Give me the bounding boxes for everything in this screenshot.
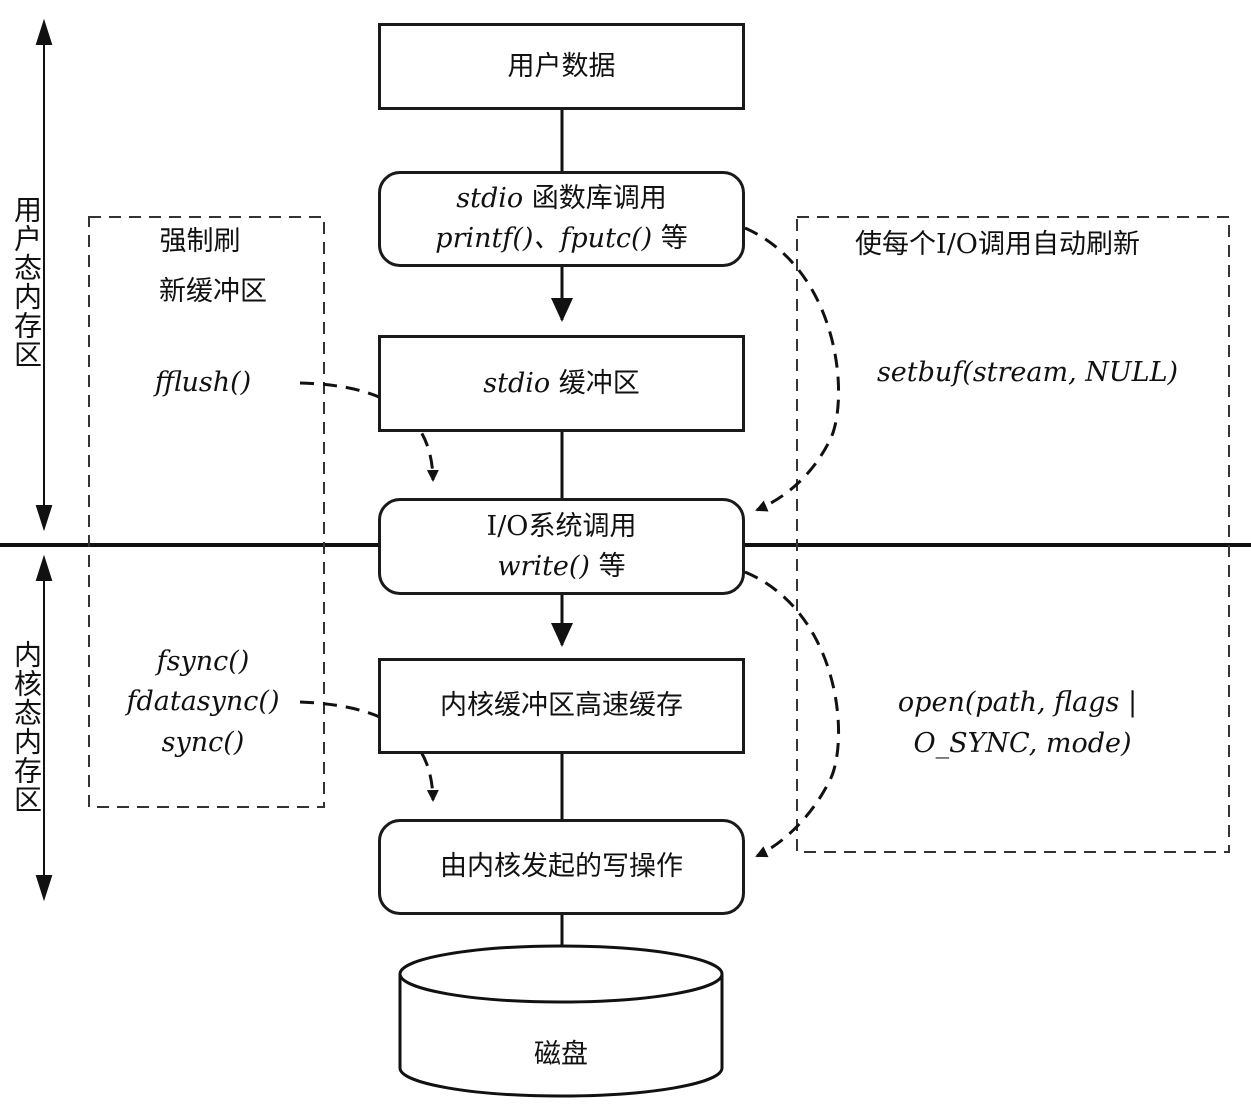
auto-flush-title: 使每个I/O调用自动刷新 bbox=[855, 229, 1140, 260]
force-flush-title-2: 新缓冲区 bbox=[159, 276, 267, 307]
disk-label: 磁盘 bbox=[534, 1039, 588, 1070]
user-data-box: 用户数据 bbox=[378, 23, 745, 110]
fsync-label: fsync() bbox=[156, 646, 250, 677]
open-label-line-2: O_SYNC, mode) bbox=[913, 728, 1132, 759]
kernel-buffer-cache-box: 内核缓冲区高速缓存 bbox=[378, 658, 745, 754]
open-label-line-1: open(path, flags | bbox=[897, 687, 1138, 718]
io-syscall-write: write() bbox=[497, 550, 590, 582]
user-space-range-arrow bbox=[35, 18, 53, 532]
fflush-label: fflush() bbox=[154, 367, 252, 398]
user-space-label: 用户态内存区 bbox=[10, 195, 43, 369]
io-syscall-label: I/O系统调用 bbox=[486, 510, 637, 542]
stdio-call-etc: 等 bbox=[660, 223, 688, 254]
auto-flush-panel bbox=[796, 216, 1230, 853]
io-syscall-box: I/O系统调用 write() 等 bbox=[378, 498, 745, 595]
stdio-buffer-text: 缓冲区 bbox=[558, 367, 640, 399]
osync-arrow bbox=[744, 570, 840, 858]
kernel-write-box: 由内核发起的写操作 bbox=[378, 819, 745, 915]
disk-cylinder bbox=[398, 944, 724, 1098]
setbuf-arrow bbox=[744, 226, 840, 512]
kernel-write-label: 由内核发起的写操作 bbox=[440, 851, 683, 882]
stdio-buffer-stdio: stdio bbox=[483, 367, 551, 399]
stdio-call-stdio: stdio bbox=[456, 183, 524, 214]
stdio-library-call-box: stdio 函数库调用 printf()、fputc() 等 bbox=[378, 171, 745, 267]
kernel-buffer-cache-label: 内核缓冲区高速缓存 bbox=[440, 690, 683, 721]
sync-label: sync() bbox=[161, 727, 245, 758]
stdio-buffer-box: stdio 缓冲区 bbox=[378, 335, 745, 432]
setbuf-label: setbuf(stream, NULL) bbox=[876, 357, 1179, 388]
kernel-space-label: 内核态内存区 bbox=[10, 640, 43, 814]
stdio-call-funcs: printf()、fputc() bbox=[435, 223, 653, 254]
fdatasync-label: fdatasync() bbox=[126, 686, 280, 717]
stdio-call-text: 函数库调用 bbox=[531, 183, 667, 214]
force-flush-panel bbox=[88, 216, 325, 808]
kernel-space-range-arrow bbox=[35, 554, 53, 902]
io-syscall-etc: 等 bbox=[598, 550, 626, 582]
user-data-label: 用户数据 bbox=[507, 50, 616, 82]
force-flush-title-1: 强制刷 bbox=[159, 226, 241, 257]
